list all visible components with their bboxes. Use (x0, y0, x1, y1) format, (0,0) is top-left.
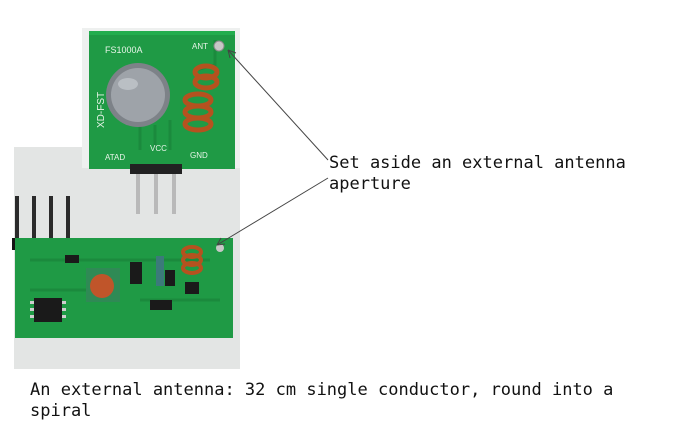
pointer-arrowhead (216, 237, 226, 246)
transmitter-ant-label: ANT (192, 42, 208, 51)
receiver-ic-chip (34, 298, 62, 322)
transmitter-coil (182, 63, 220, 133)
resistor (156, 256, 164, 286)
smd-component (185, 282, 199, 294)
smd-component (65, 255, 79, 263)
external-antenna-line2: spiral (30, 401, 92, 421)
transmitter-model-label: FS1000A (105, 45, 143, 55)
pointer-arrowhead (227, 49, 237, 59)
antenna-aperture-line1: Set aside an external antenna (329, 153, 626, 173)
transmitter-pin (154, 164, 158, 214)
transmitter-maker-label: XD-FST (96, 92, 107, 128)
transmitter-pin (172, 164, 176, 214)
pin-label-gnd: GND (190, 151, 208, 160)
receiver-antenna-pad (216, 244, 224, 252)
annotation-pointers (216, 49, 329, 246)
smd-component (150, 300, 172, 310)
smd-component (165, 270, 175, 286)
antenna-aperture-line2: aperture (329, 174, 411, 194)
smd-component (130, 262, 142, 284)
pointer-line-receiver (216, 177, 329, 246)
pin-label-data: ATAD (105, 153, 125, 162)
antenna-pad (213, 40, 225, 52)
external-antenna-line1: An external antenna: 32 cm single conduc… (30, 380, 614, 400)
transmitter-pin (136, 164, 140, 214)
receiver-coil (181, 245, 203, 275)
antenna-aperture-note: Set aside an external antenna aperture (329, 153, 626, 195)
pointer-line-transmitter (227, 49, 329, 161)
pin-label-vcc: VCC (150, 144, 167, 153)
transmitter-board: FS1000A ANT XD-FST ATAD VCC GND (89, 31, 235, 214)
receiver-board (12, 196, 233, 338)
external-antenna-caption: An external antenna: 32 cm single conduc… (30, 380, 613, 422)
